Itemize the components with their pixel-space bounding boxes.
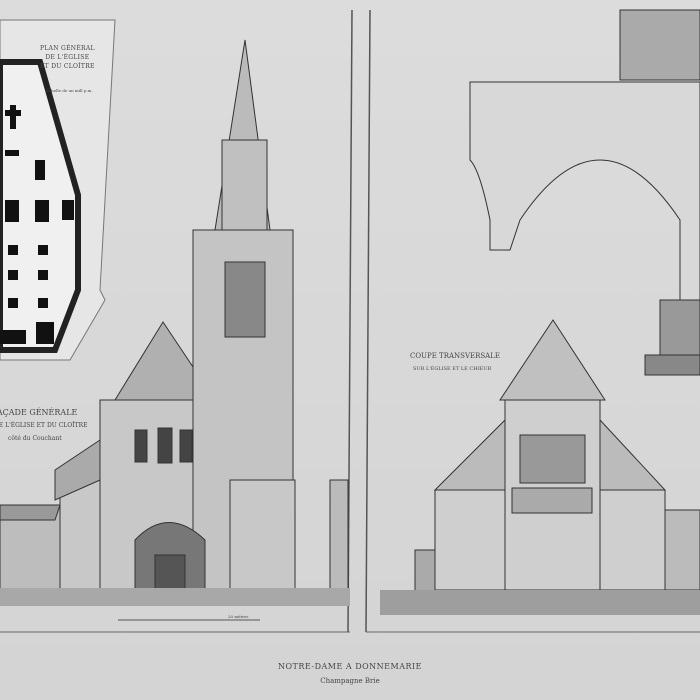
right-panel-border [365, 9, 371, 633]
plate-caption: NOTRE-DAME A DONNEMARIE Champagne Brie [250, 660, 450, 688]
plan-title-block: PLAN GÉNÉRAL DE L'ÉGLISE ET DU CLOÎTRE [40, 44, 95, 71]
section-drawing [380, 9, 700, 615]
plan-title: PLAN GÉNÉRAL [40, 45, 95, 52]
plan-subtitle-2: ET DU CLOÎTRE [40, 63, 95, 70]
caption-title: NOTRE-DAME A DONNEMARIE [278, 662, 422, 671]
facade-title-block: FAÇADE GÉNÉRALE DE L'ÉGLISE ET DU CLOÎTR… [0, 406, 120, 445]
facade-orientation: côté du Couchant [8, 435, 62, 442]
facade-title: FAÇADE GÉNÉRALE [0, 408, 78, 417]
section-subtitle: SUR L'ÉGLISE ET LE CHŒUR [413, 366, 492, 372]
scale-bar-label: 20 mètres [228, 614, 249, 619]
plan-scale: Échelle de un mill p.m. [46, 88, 93, 93]
facade-drawing [0, 39, 350, 606]
section-title: COUPE TRANSVERSALE [410, 352, 500, 360]
plan-subtitle: DE L'ÉGLISE [45, 54, 90, 61]
left-panel-border [347, 9, 353, 633]
facade-subtitle: DE L'ÉGLISE ET DU CLOÎTRE [0, 422, 88, 429]
section-title-block: COUPE TRANSVERSALE SUR L'ÉGLISE ET LE CH… [410, 350, 500, 376]
caption-subtitle: Champagne Brie [320, 677, 380, 685]
plan-drawing [0, 19, 116, 361]
